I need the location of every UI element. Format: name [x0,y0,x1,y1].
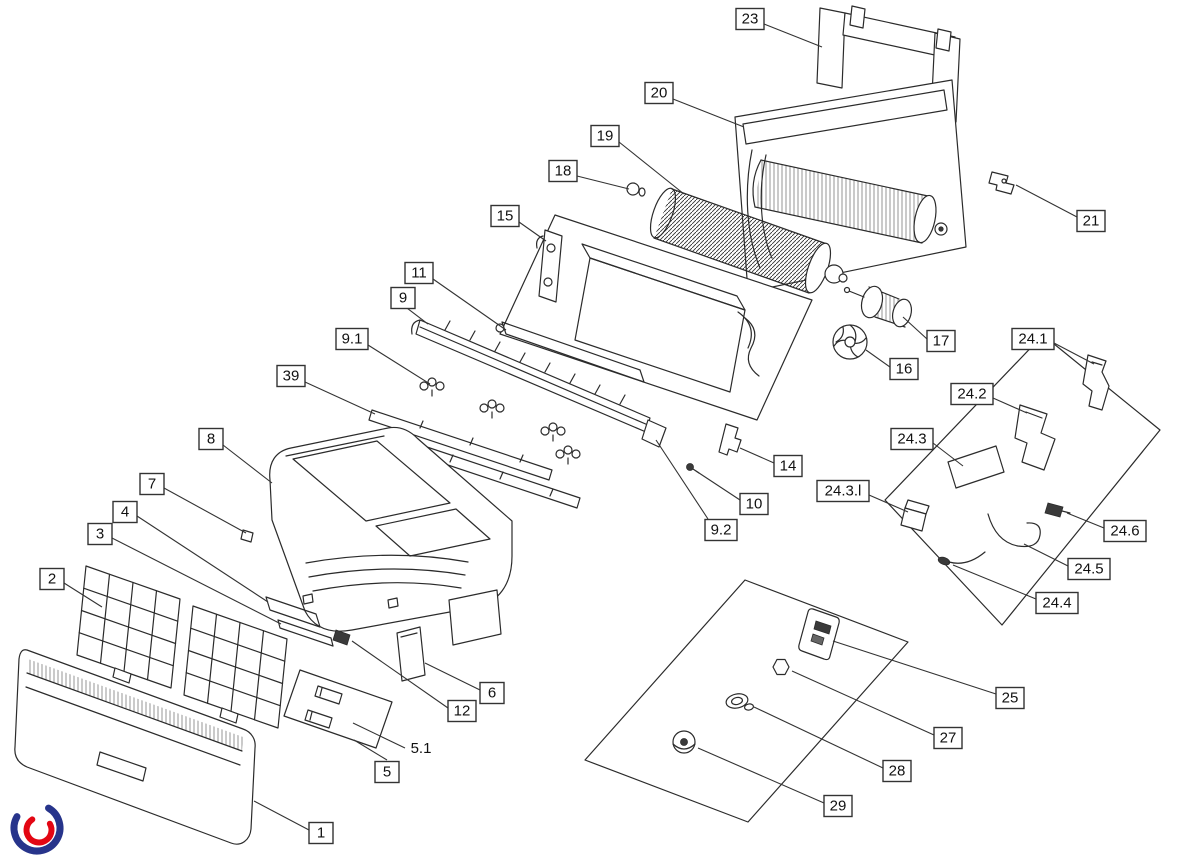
callout-label: 16 [896,361,913,378]
part-display-panel [584,579,909,823]
part-louver-rails [368,409,581,509]
callout-16: 16 [889,357,919,381]
callout-21: 21 [1076,209,1106,233]
part-clip-7 [240,529,254,543]
callout-label: 14 [780,458,797,475]
callout-label: 29 [830,798,847,815]
callout-label: 24.3 [897,431,926,448]
callout-label: 17 [933,333,950,350]
callout-12: 12 [447,699,477,723]
callout-24-4: 24.4 [1035,591,1079,615]
callout-24-3-l: 24.3.l [816,479,870,503]
callout-23: 23 [735,7,765,31]
callout-label: 7 [148,476,156,493]
callout-15: 15 [490,204,520,228]
part-air-filters [76,565,288,729]
callout-24-3: 24.3 [890,427,934,451]
part-louver-blade [411,319,667,448]
part-clip-21 [988,171,1015,195]
callout-5: 5 [374,760,400,784]
callout-24-5: 24.5 [1067,557,1111,581]
callout-label: 12 [454,703,471,720]
callout-label: 24.4 [1042,595,1071,612]
part-evaporator-assembly [499,214,813,421]
part-seal-strip-4 [265,596,321,628]
callout-10: 10 [739,492,769,516]
callout-3: 3 [87,522,113,546]
callout-label: 5.1 [411,740,432,757]
callout-4: 4 [112,500,138,524]
callout-27: 27 [933,726,963,750]
part-louver-clips [419,377,581,465]
callout-20: 20 [644,81,674,105]
callout-29: 29 [823,794,853,818]
callout-2: 2 [39,567,65,591]
part-electrical-panel [884,334,1161,626]
callout-label: 10 [746,496,763,513]
callout-label: 4 [121,504,129,521]
callout-39: 39 [276,364,306,388]
part-front-panel [14,649,256,845]
callout-label: 5 [383,764,391,781]
callout-label: 39 [283,368,300,385]
callout-label: 27 [940,730,957,747]
part-clip-12 [332,629,351,646]
callout-label: 21 [1083,213,1100,230]
callout-label: 25 [1002,690,1019,707]
callout-5-1: 5.1 [411,740,432,757]
callout-label: 15 [497,208,514,225]
part-spring-coil [495,321,645,383]
callout-9-2: 9.2 [704,518,738,542]
leader-lines [63,23,1105,831]
callout-8: 8 [198,427,224,451]
callout-9-1: 9.1 [335,327,369,351]
brand-logo-icon [10,801,64,855]
part-fan-motor [843,285,913,328]
callout-24-1: 24.1 [1011,327,1055,351]
callout-14: 14 [773,454,803,478]
callout-24-6: 24.6 [1103,519,1147,543]
callout-label: 6 [488,685,496,702]
callout-9: 9 [390,286,416,310]
callout-label: 18 [555,163,572,180]
part-cover-6 [396,626,426,682]
callout-label: 24.3.l [825,483,862,500]
callout-label: 1 [317,825,325,842]
callout-label: 9.2 [711,522,732,539]
callout-label: 23 [742,11,759,28]
callout-19: 19 [590,124,620,148]
callout-18: 18 [548,159,578,183]
callout-7: 7 [139,472,165,496]
part-strip-3 [277,619,334,647]
callout-17: 17 [926,329,956,353]
callout-label: 28 [889,763,906,780]
callout-label: 19 [597,128,614,145]
callout-label: 9.1 [342,331,363,348]
callout-label: 2 [48,571,56,588]
callout-label: 24.6 [1110,523,1139,540]
callout-28: 28 [882,759,912,783]
callout-24-2: 24.2 [950,382,994,406]
callout-label: 20 [651,85,668,102]
callout-label: 24.1 [1018,331,1047,348]
callout-label: 3 [96,526,104,543]
callout-label: 24.5 [1074,561,1103,578]
callout-1: 1 [308,821,334,845]
part-bracket-plate-5 [283,669,393,749]
part-bracket-14 [718,423,742,456]
callout-11: 11 [404,261,434,285]
callout-label: 9 [399,290,407,307]
part-bearing-cap [626,182,646,197]
callout-6: 6 [479,681,505,705]
callout-25: 25 [995,686,1025,710]
callout-label: 24.2 [957,386,986,403]
part-main-chassis [269,426,513,646]
callout-label: 8 [207,431,215,448]
part-fan-wheel [832,324,868,360]
part-crossflow-fan [649,187,848,294]
callout-label: 11 [411,265,427,282]
